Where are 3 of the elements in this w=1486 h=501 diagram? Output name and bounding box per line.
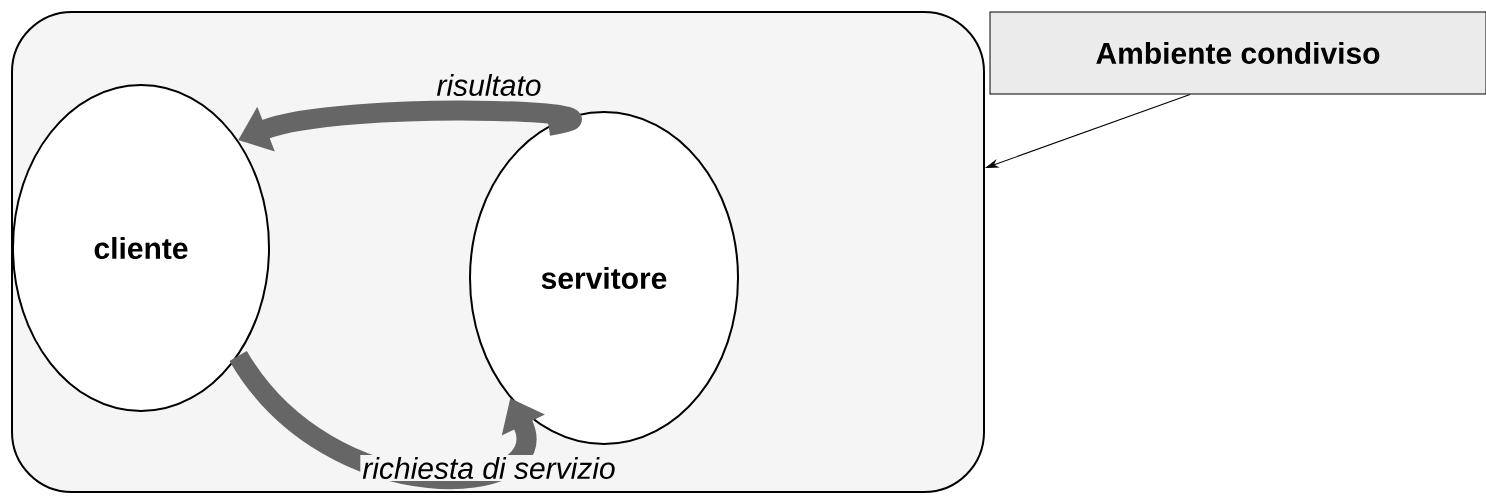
- label-box: Ambiente condiviso: [989, 11, 1486, 95]
- edge-label: risultato: [434, 72, 544, 98]
- edge-label: richiesta di servizio: [360, 455, 618, 482]
